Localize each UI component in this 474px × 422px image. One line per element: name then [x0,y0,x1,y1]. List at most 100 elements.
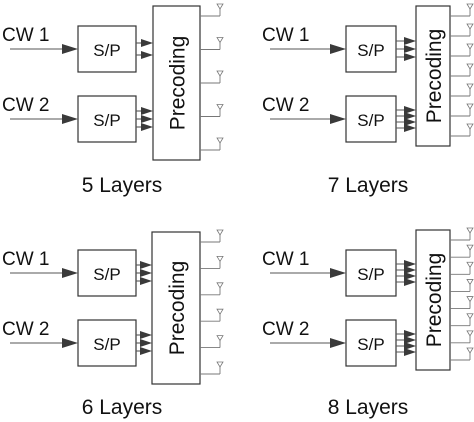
layer-stream-arrow [141,51,153,59]
layer-count-caption: 5 Layers [82,174,163,197]
antenna-icon [466,244,474,251]
cw2-sp-block [345,319,397,367]
cw2-input-arrow [62,338,78,348]
cw1-input-arrow [330,268,346,278]
antenna-icon [466,83,474,90]
precoding-block [152,5,201,161]
antenna-icon [216,70,224,77]
layer-stream-arrow [141,123,153,131]
cw2-sp-label: S/P [93,111,120,130]
layer-stream-arrow [404,266,416,274]
layer-stream-arrow [404,336,416,344]
layer-stream-arrow [140,277,152,285]
antenna-icon [216,282,224,289]
cw2-sp-label: S/P [357,335,384,354]
cw2-input-arrow [62,114,78,124]
cw1-label: CW 1 [262,25,310,46]
layer-stream-arrow [140,339,152,347]
cw2-label: CW 2 [262,319,310,340]
diagram-6-layers: CW 1 S/P CW 2 S/P Precoding 6 Layers [2,229,224,419]
precoding-label: Precoding [166,261,189,356]
layer-stream-arrow [404,260,416,268]
cw1-label: CW 1 [262,249,310,270]
antenna-icon [216,229,224,236]
diagram-5-layers: CW 1 S/P CW 2 S/P Precoding 5 Layers [2,3,224,197]
layer-stream-arrow [404,342,416,350]
layer-stream-arrow [404,118,416,126]
cw2-sp-label: S/P [357,111,384,130]
antenna-icon [466,296,474,303]
cw2-input-arrow [330,338,346,348]
cw1-input-arrow [62,268,78,278]
layer-stream-arrow [141,107,153,115]
cw1-label: CW 1 [2,249,50,270]
layer-stream-arrow [140,331,152,339]
layer-stream-arrow [404,45,416,53]
antenna-icon [466,123,474,130]
cw1-sp-label: S/P [357,41,384,60]
precoding-block [415,229,451,371]
layer-stream-arrow [404,330,416,338]
cw1-sp-block [77,25,137,73]
antenna-icon [216,308,224,315]
cw1-sp-label: S/P [93,41,120,60]
layer-count-caption: 8 Layers [328,396,409,419]
cw2-sp-label: S/P [93,335,120,354]
layer-stream-arrow [404,106,416,114]
layer-stream-arrow [141,115,153,123]
antenna-icon [216,361,224,368]
layer-stream-arrow [404,112,416,120]
cw2-input-arrow [330,114,346,124]
layer-stream-arrow [404,37,416,45]
layer-count-caption: 6 Layers [82,396,163,419]
precoding-label: Precoding [167,36,190,131]
antenna-icon [216,37,224,44]
layer-stream-arrow [404,278,416,286]
layer-count-caption: 7 Layers [328,174,409,197]
antenna-icon [466,279,474,286]
cw2-sp-block [77,319,137,367]
antenna-icon [466,227,474,234]
antenna-icon [216,3,224,10]
precoding-label: Precoding [423,29,446,124]
cw1-label: CW 1 [2,25,50,46]
cw2-sp-block [77,95,137,143]
cw2-label: CW 2 [2,95,50,116]
antenna-icon [466,330,474,337]
precoding-block [415,5,451,147]
layer-stream-arrow [140,261,152,269]
antenna-icon [466,63,474,70]
precoding-label: Precoding [423,253,446,348]
diagram-8-layers: CW 1 S/P CW 2 S/P Precoding 8 Layers [262,227,474,419]
antenna-icon [466,347,474,354]
antenna-icon [466,43,474,50]
cw1-sp-label: S/P [357,265,384,284]
antenna-icon [466,23,474,30]
layer-stream-arrow [141,39,153,47]
layer-stream-arrow [404,348,416,356]
cw1-sp-block [345,249,397,297]
layer-stream-arrow [404,53,416,61]
cw1-input-arrow [330,44,346,54]
diagram-7-layers: CW 1 S/P CW 2 S/P Precoding 7 Layers [262,3,474,197]
antenna-icon [216,104,224,111]
antenna-icon [216,255,224,263]
cw1-sp-block [345,25,397,73]
antenna-icon [466,313,474,320]
cw2-label: CW 2 [2,319,50,340]
cw1-input-arrow [62,44,78,54]
precoding-block [151,231,201,385]
cw2-sp-block [345,95,397,143]
antenna-icon [216,335,224,342]
antenna-icon [216,137,224,144]
layer-stream-arrow [140,347,152,355]
cw2-label: CW 2 [262,95,310,116]
layer-stream-arrow [404,272,416,280]
layer-stream-arrow [404,124,416,132]
cw1-sp-label: S/P [93,265,120,284]
antenna-icon [466,3,474,10]
antenna-icon [466,261,474,269]
antenna-icon [466,103,474,110]
cw1-sp-block [77,249,137,297]
